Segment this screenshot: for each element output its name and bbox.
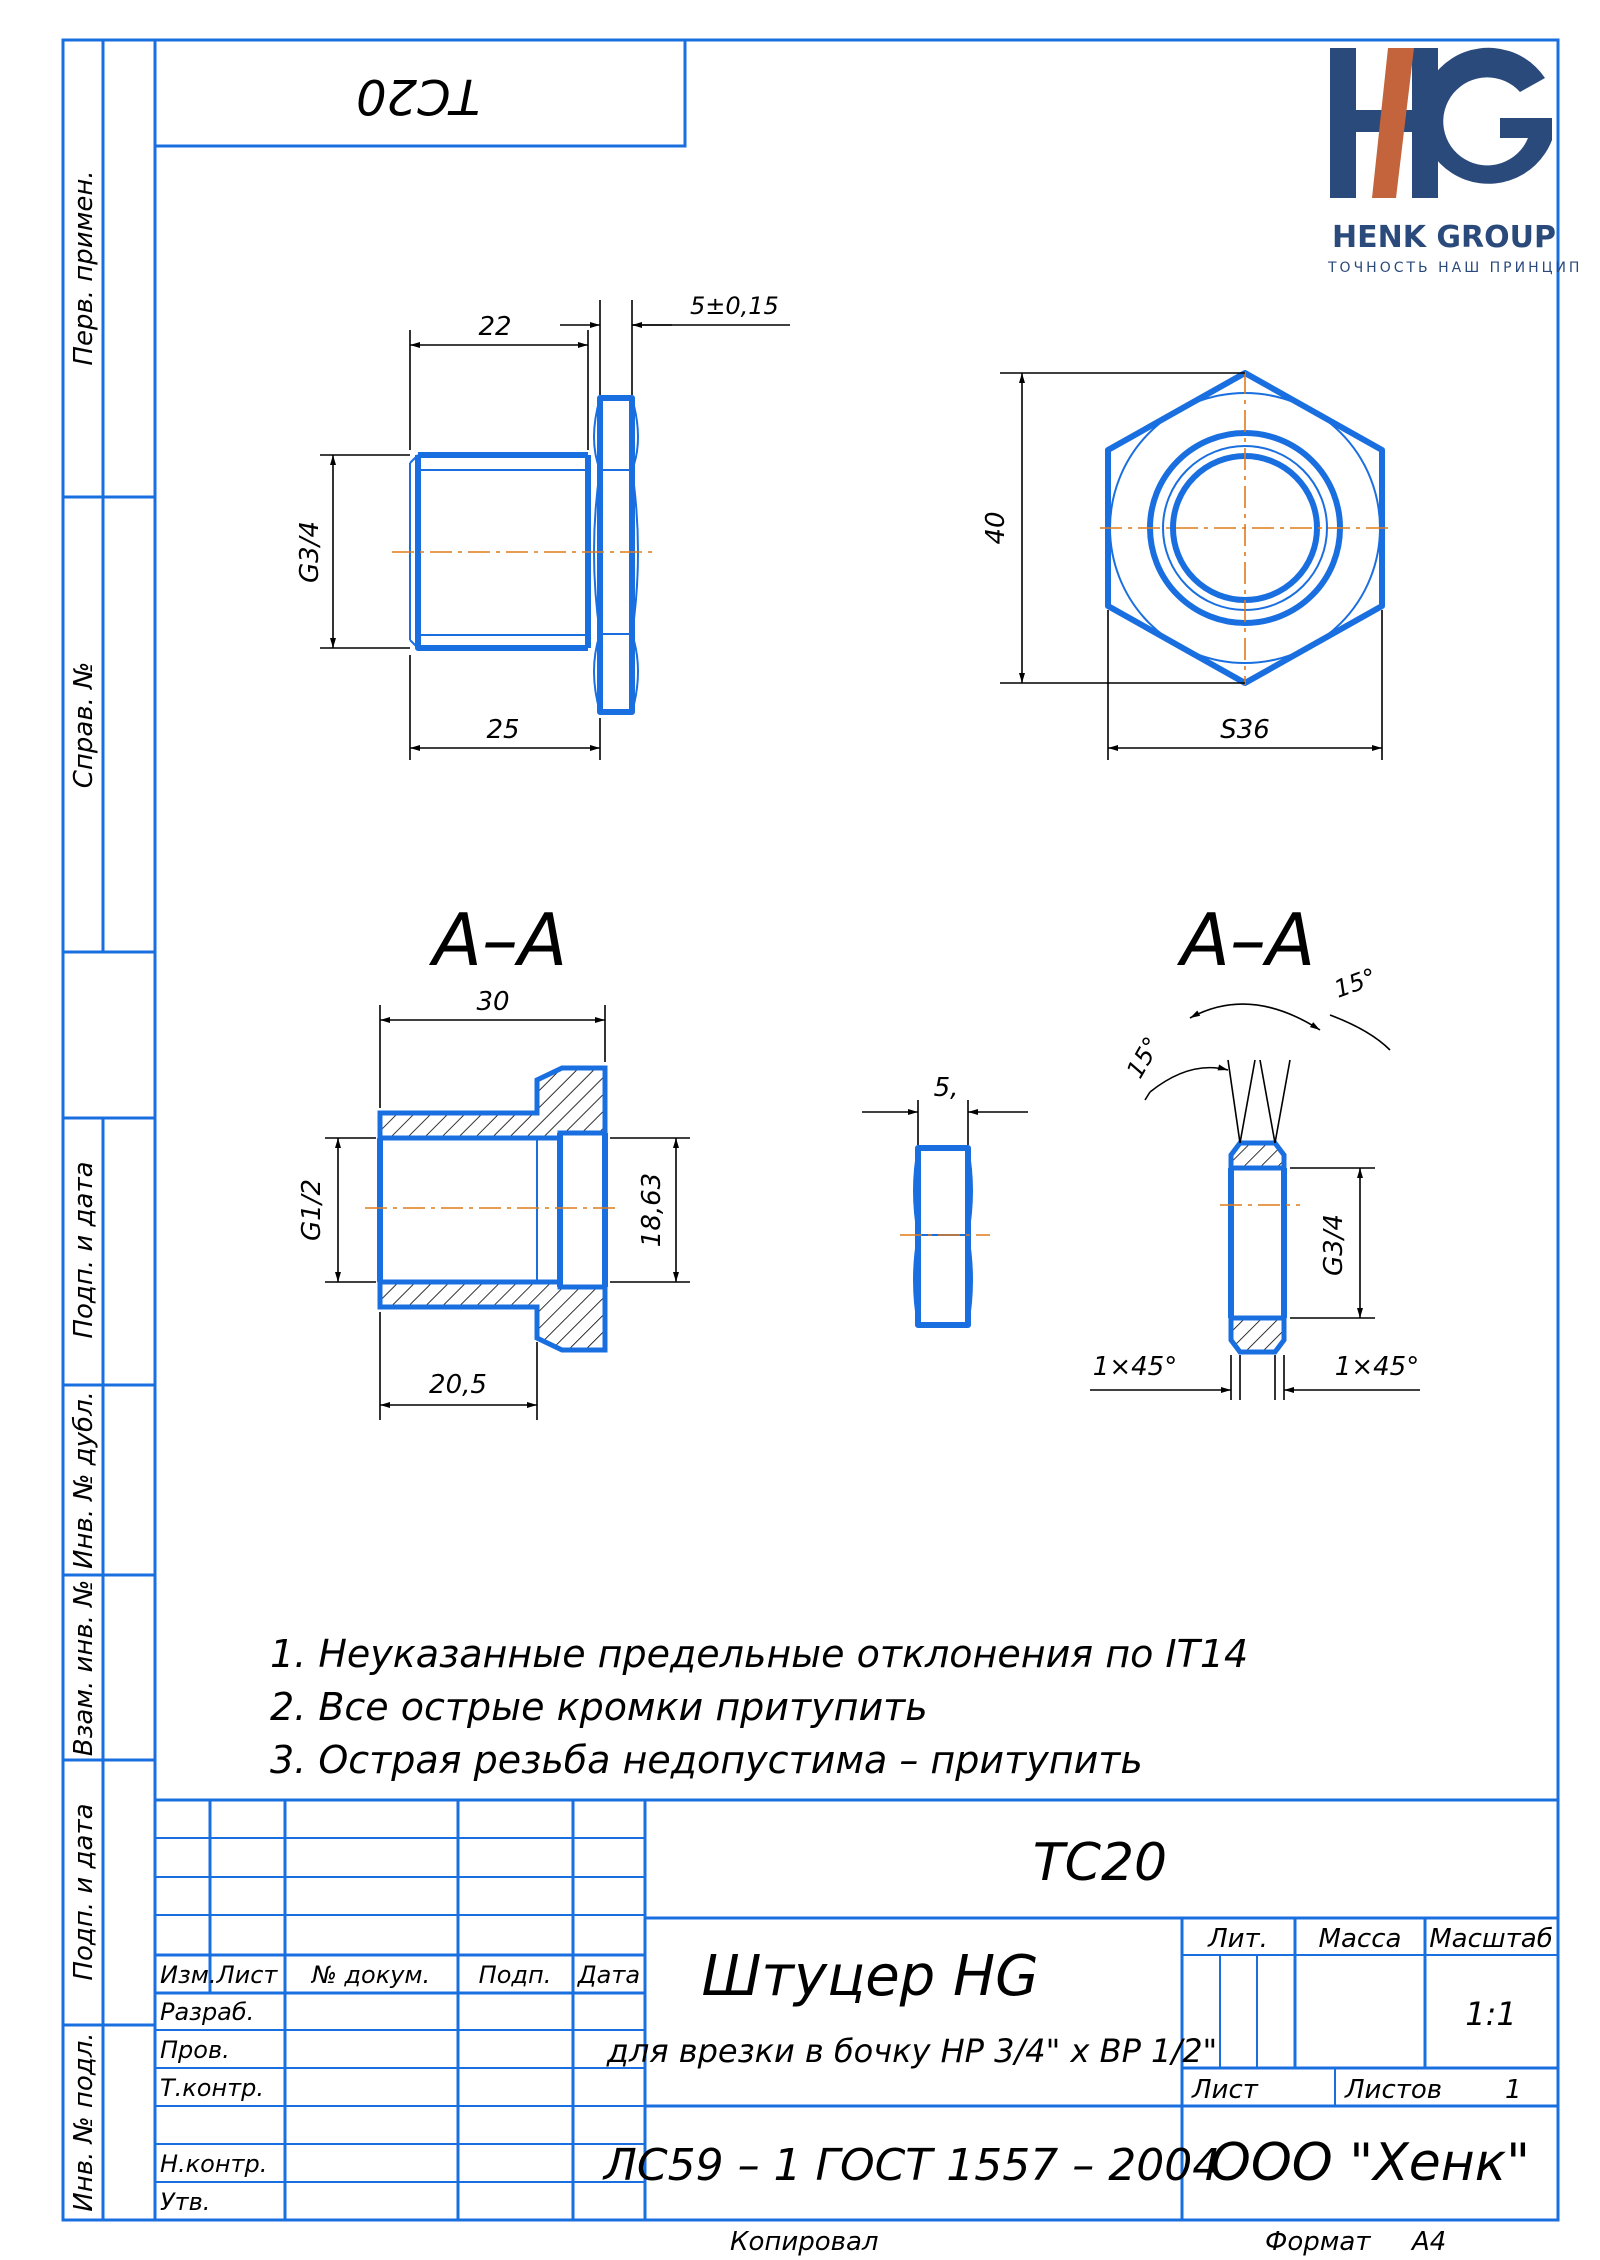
section-wall-bottom	[377, 1279, 608, 1353]
col-header-doc-no: № докум.	[310, 1961, 430, 1989]
side-label-dup-inv: Инв. № дубл.	[69, 1391, 99, 1569]
note-2: 2. Все острые кромки притупить	[270, 1685, 928, 1729]
nut-section-bottom	[1228, 1315, 1287, 1355]
value-sheets: 1	[1505, 2075, 1522, 2105]
dim-top-length: 22	[478, 312, 511, 342]
role-checked: Пров.	[160, 2036, 230, 2064]
side-label-replace-inv: Взам. инв. №	[69, 1580, 99, 1757]
title-designation: ТС20	[1033, 1833, 1167, 1893]
title-part-description: для врезки в бочку НР 3/4" х ВР 1/2"	[606, 2032, 1218, 2070]
dim-hex-thickness: 5±0,15	[690, 292, 779, 320]
label-lit: Лит.	[1207, 1924, 1268, 1954]
col-header-sign: Подп.	[479, 1961, 552, 1989]
value-scale: 1:1	[1465, 1995, 1517, 2033]
dim-thread-g34: G3/4	[295, 521, 325, 583]
title-company: ООО "Хенк"	[1210, 2133, 1530, 2193]
dim-inner-diameter: 18,63	[637, 1173, 667, 1247]
dim-nut-thread: G3/4	[1319, 1214, 1349, 1276]
view-front: 40 S36	[981, 370, 1392, 760]
title-material: ЛС59 – 1 ГОСТ 1557 – 2004	[602, 2140, 1220, 2191]
logo-g-letter	[1420, 47, 1552, 184]
section-nut: А–А 15° 15° G3/4 1×45° 1×45°	[1090, 898, 1420, 1400]
side-label-ref-no: Справ. №	[69, 662, 99, 788]
technical-notes: 1. Неуказанные предельные отклонения по …	[270, 1632, 1248, 1782]
role-tech-control: Т.контр.	[160, 2074, 264, 2102]
nut-side-outline	[915, 1145, 971, 1328]
label-mass: Масса	[1319, 1924, 1402, 1954]
sheet-frame	[61, 38, 1560, 2222]
view-nut-side: 5,	[862, 1073, 1028, 1328]
dim-bottom-length: 25	[486, 715, 519, 745]
hex-collar	[597, 395, 635, 715]
top-code-text: ТС20	[356, 68, 480, 124]
dim-angle-top: 15°	[1330, 963, 1380, 1004]
logo-slogan: ТОЧНОСТЬ НАШ ПРИНЦИП	[1327, 260, 1582, 276]
dim-section-total: 30	[476, 987, 509, 1017]
side-label-sign-date-2: Подп. и дата	[69, 1803, 99, 1980]
dim-chamfer-right: 1×45°	[1335, 1352, 1419, 1382]
dim-height-40: 40	[981, 511, 1011, 544]
dim-nut-width: 5,	[934, 1073, 959, 1103]
role-approved: Утв.	[160, 2188, 210, 2216]
col-header-sheet: Лист	[216, 1961, 279, 1989]
note-1: 1. Неуказанные предельные отклонения по …	[270, 1632, 1248, 1676]
role-norm-control: Н.контр.	[160, 2150, 267, 2178]
dim-angle-left: 15°	[1121, 1032, 1167, 1083]
role-developer: Разраб.	[160, 1998, 254, 2026]
section-title-1: А–А	[429, 898, 568, 982]
dim-section-bottom: 20,5	[429, 1370, 487, 1400]
section-fitting: А–А 30 G1/2 18,63 20,5	[297, 898, 690, 1420]
view-side: 22 5±0,15 G3/4 25	[295, 292, 790, 760]
section-title-2: А–А	[1177, 898, 1316, 982]
company-logo: HENK GROUP ТОЧНОСТЬ НАШ ПРИНЦИП	[1327, 47, 1582, 276]
side-column-labels: Перв. примен. Справ. № Подп. и дата Инв.…	[69, 170, 99, 2211]
label-sheet: Лист	[1191, 2075, 1259, 2105]
label-scale: Масштаб	[1429, 1924, 1553, 1954]
dim-across-flats: S36	[1220, 715, 1270, 745]
dim-chamfer-left: 1×45°	[1093, 1352, 1177, 1382]
top-code-box: ТС20	[153, 38, 687, 148]
section-wall-top	[377, 1065, 608, 1141]
label-format: Формат	[1265, 2227, 1371, 2257]
label-copied: Копировал	[730, 2227, 879, 2257]
dim-thread-g12: G1/2	[297, 1179, 327, 1241]
col-header-date: Дата	[577, 1961, 640, 1989]
side-label-first-use: Перв. примен.	[69, 170, 99, 365]
note-3: 3. Острая резьба недопустима – притупить	[270, 1738, 1143, 1782]
sheet-footer: Копировал Формат А4	[730, 2227, 1446, 2257]
label-sheets: Листов	[1344, 2075, 1442, 2105]
nut-section-top	[1228, 1140, 1287, 1171]
logo-accent-stroke	[1372, 48, 1414, 198]
logo-company-name: HENK GROUP	[1332, 220, 1556, 255]
value-format: А4	[1410, 2227, 1446, 2257]
title-part-name: Штуцер HG	[701, 1944, 1038, 2009]
col-header-change: Изм.	[160, 1961, 216, 1989]
side-label-orig-inv: Инв. № подл.	[69, 2032, 99, 2211]
side-label-sign-date-1: Подп. и дата	[69, 1161, 99, 1338]
title-block: Изм. Лист № докум. Подп. Дата Разраб. Пр…	[153, 1798, 1560, 2222]
